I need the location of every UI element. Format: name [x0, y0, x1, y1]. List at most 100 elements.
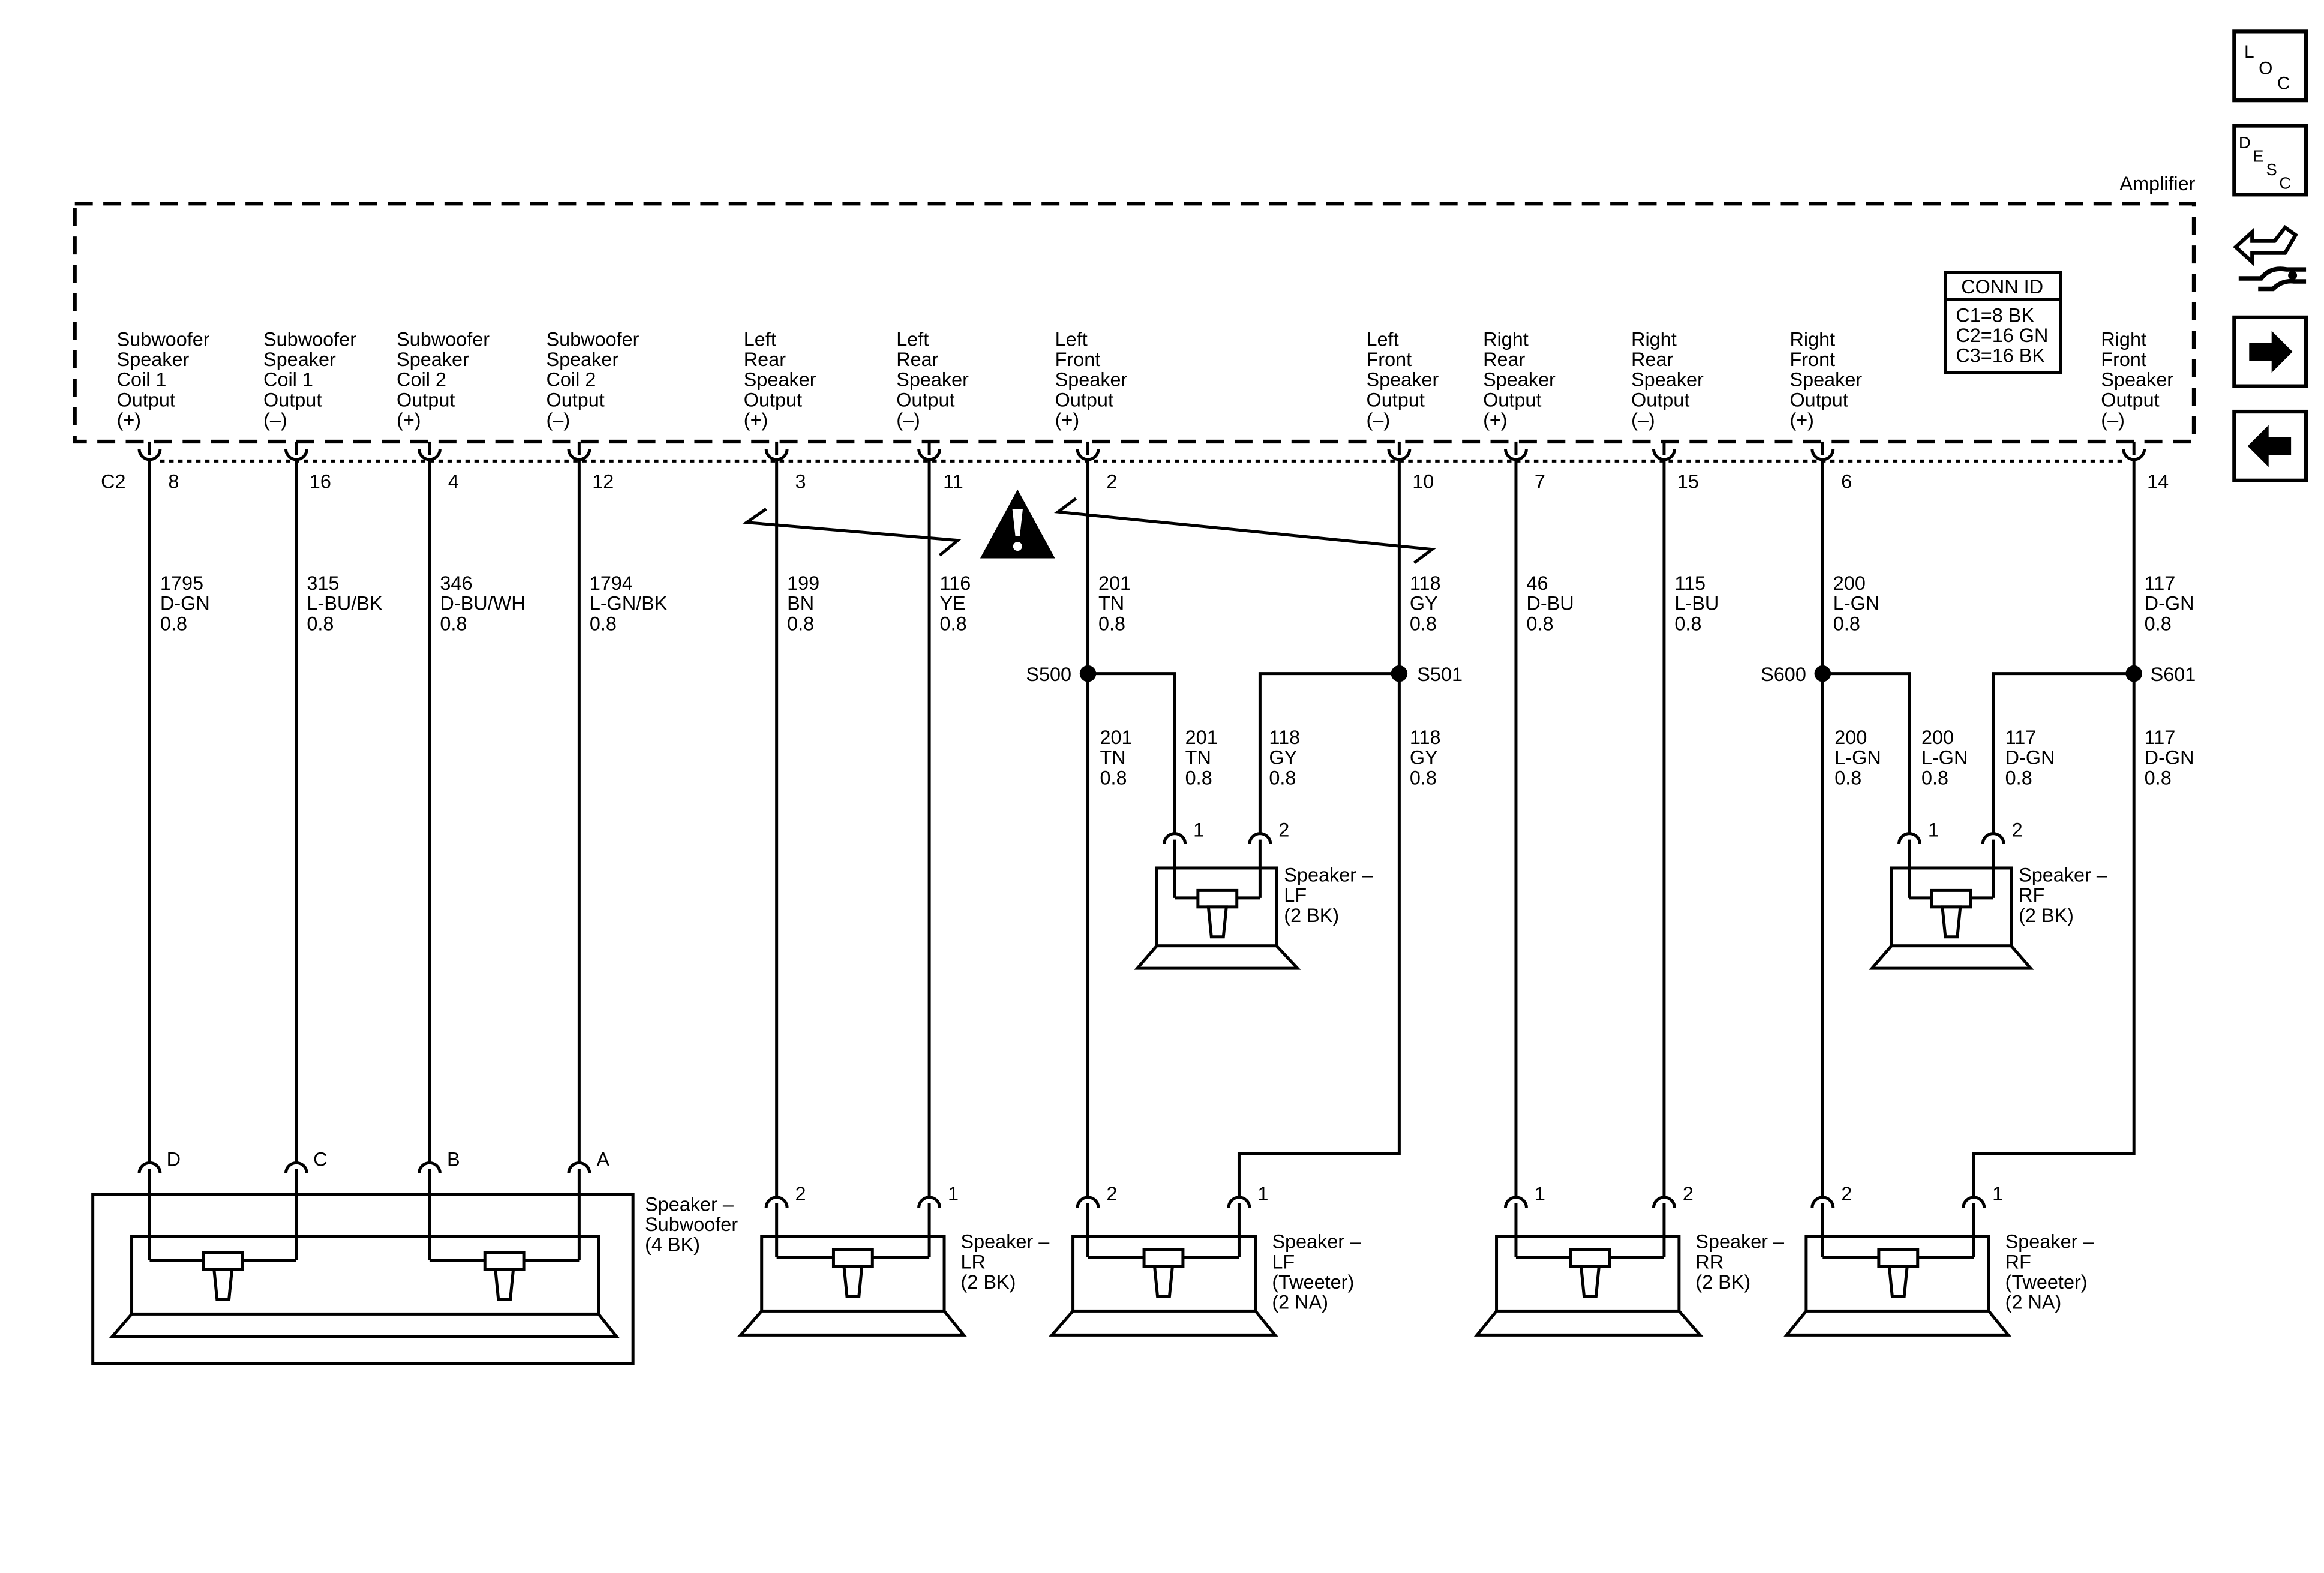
speaker-label: Speaker –: [645, 1193, 734, 1215]
speaker-terminal-label: A: [596, 1148, 609, 1170]
speaker-label: (2 NA): [2005, 1292, 2062, 1313]
pin-function-label: Output: [1483, 389, 1541, 410]
wire-color: TN: [1098, 593, 1124, 614]
speaker-label: (2 BK): [1284, 905, 1339, 926]
female-terminal: [764, 449, 789, 461]
splice-dot: [1814, 665, 1831, 682]
speaker-label: (2 BK): [2019, 905, 2074, 926]
wire-circuit-number: 118: [1269, 727, 1300, 748]
previous-button[interactable]: [2232, 409, 2308, 482]
pin-function-label: Subwoofer: [263, 328, 356, 350]
conn-id-header: CONN ID: [1961, 276, 2043, 298]
speaker-magnet-stem: [1887, 1265, 1909, 1298]
speaker-terminal: [1810, 1196, 1835, 1208]
wire-color: L-GN: [1833, 593, 1879, 614]
female-terminal: [284, 449, 308, 461]
conn-id-row: C3=16 BK: [1956, 345, 2045, 367]
description-button-frame[interactable]: [2232, 124, 2308, 197]
female-terminal: [1503, 449, 1528, 461]
wire-size: 0.8: [160, 613, 187, 634]
pin-function-label: Output: [896, 389, 954, 410]
pin-function-label: (–): [263, 409, 287, 431]
location-button-frame[interactable]: [2232, 29, 2308, 103]
arrow-right-icon: [2249, 331, 2293, 373]
wire-size: 0.8: [1410, 613, 1437, 634]
location-button[interactable]: L O C: [2232, 29, 2308, 103]
arrow-left-icon: [2247, 425, 2292, 467]
splice-label: S500: [1026, 664, 1071, 685]
next-button[interactable]: [2232, 315, 2308, 388]
description-letter: S: [2266, 160, 2277, 179]
speaker-cone-base: [109, 1313, 620, 1338]
wire-size: 0.8: [1098, 613, 1125, 634]
pin-function-label: (+): [1789, 409, 1814, 431]
pin-number: 3: [795, 470, 806, 492]
pin-number: 15: [1677, 470, 1699, 492]
pin-number: 2: [1106, 470, 1117, 492]
description-button[interactable]: D E S C: [2232, 124, 2308, 197]
wire-size: 0.8: [1526, 613, 1553, 634]
harness-connector-icon[interactable]: [2233, 224, 2307, 292]
previous-button-frame[interactable]: [2232, 409, 2308, 482]
pin-function-label: Speaker: [1789, 369, 1862, 391]
pin-function-label: Front: [1789, 349, 1835, 370]
speaker-magnet-stem: [493, 1268, 515, 1301]
splice-label: S600: [1761, 664, 1806, 685]
location-letter: C: [2277, 73, 2290, 93]
wire-size: 0.8: [1100, 767, 1127, 788]
wire-size: 0.8: [1269, 767, 1296, 788]
speaker-terminal: [917, 1196, 942, 1208]
speaker-magnet-stem: [1941, 905, 1962, 939]
wire-size: 0.8: [2145, 613, 2172, 634]
speaker-label: (Tweeter): [1272, 1271, 1354, 1293]
pin-function-label: Speaker: [1055, 369, 1128, 391]
female-terminal: [567, 449, 591, 461]
speaker-magnet: [483, 1251, 526, 1271]
pin-function-label: Speaker: [1367, 369, 1439, 391]
pin-number: 6: [1841, 470, 1852, 492]
wire: [1088, 672, 1176, 834]
wire: [1258, 672, 1400, 834]
wire-color: L-GN: [1921, 747, 1968, 769]
wire-circuit-number: 46: [1526, 572, 1548, 594]
pin-function-label: Output: [1631, 389, 1689, 410]
wire-color: L-BU/BK: [307, 593, 382, 614]
wire-circuit-number: 1794: [590, 572, 633, 594]
conn-id-row: C1=8 BK: [1956, 304, 2034, 326]
wire-circuit-number: 117: [2145, 727, 2176, 748]
speaker-housing: [130, 1235, 600, 1316]
pin-number: 10: [1412, 470, 1434, 492]
speaker-terminal-label: 1: [1992, 1183, 2003, 1205]
location-letter: L: [2244, 42, 2254, 62]
pin-function-label: Left: [1367, 328, 1399, 350]
female-terminal: [2122, 449, 2146, 461]
pin-function-label: Output: [397, 389, 455, 410]
wire-size: 0.8: [590, 613, 617, 634]
female-terminal: [1076, 449, 1100, 461]
pin-function-label: (+): [1483, 409, 1508, 431]
warning-exclamation-dot: [1013, 542, 1022, 551]
pin-function-label: Speaker: [2101, 369, 2173, 391]
wire-color: L-BU: [1674, 593, 1719, 614]
speaker-cone-base: [1473, 1310, 1704, 1337]
connector-views-button[interactable]: [2233, 224, 2307, 292]
wire-size: 0.8: [2145, 767, 2172, 788]
wire-size: 0.8: [1185, 767, 1212, 788]
twisted-pair-marker: [1054, 497, 1436, 565]
speaker-terminal: [1163, 832, 1187, 845]
wire: [1972, 459, 2136, 1197]
pin-number: 4: [448, 470, 459, 492]
female-terminal: [917, 449, 942, 461]
warning-exclamation: [1012, 509, 1023, 536]
pin-function-label: (–): [2101, 409, 2125, 431]
splice-dot: [2125, 665, 2142, 682]
